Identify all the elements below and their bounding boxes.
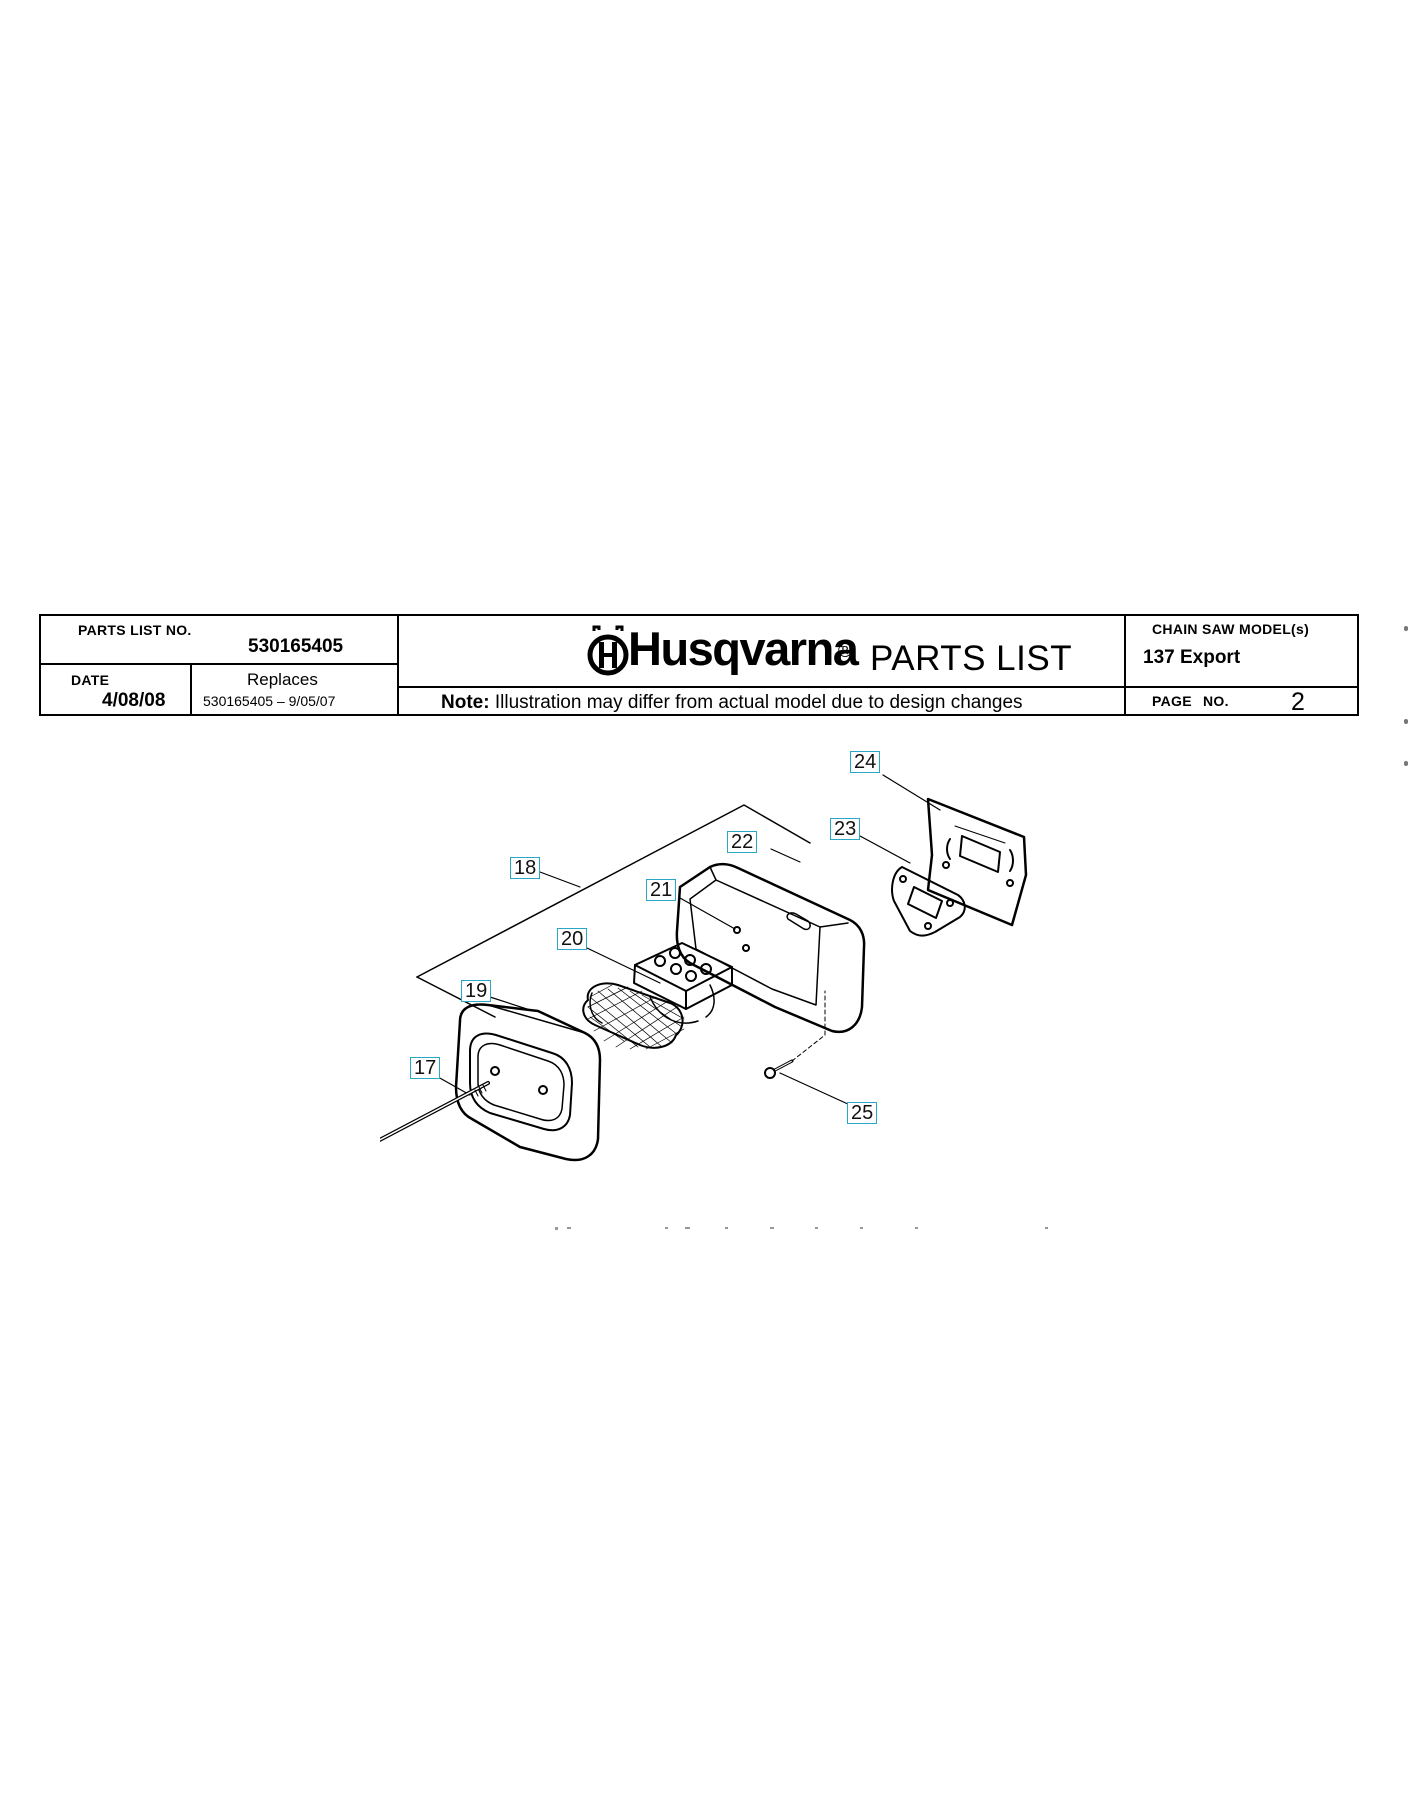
callout-19: 19 <box>461 980 492 1002</box>
divider <box>1124 616 1126 714</box>
model-label: CHAIN SAW MODEL(s) <box>1152 621 1310 637</box>
page-no-label: NO. <box>1203 693 1229 709</box>
callout-22: 22 <box>727 831 758 853</box>
scan-speck <box>1404 626 1408 631</box>
date-label: DATE <box>71 672 110 688</box>
callout-18: 18 <box>510 857 541 879</box>
date-value: 4/08/08 <box>102 690 166 711</box>
divider <box>397 686 1124 688</box>
exploded-parts-diagram: 24 23 22 18 21 20 19 17 25 <box>380 735 1100 1235</box>
callout-17: 17 <box>410 1057 441 1079</box>
husqvarna-logo: Husqvarna ® <box>586 622 886 679</box>
muffler-assembly-illustration <box>380 774 1028 1162</box>
parts-list-no-label: PARTS LIST NO. <box>78 622 192 638</box>
callout-20: 20 <box>557 928 588 950</box>
parts-list-header: PARTS LIST NO. 530165405 DATE 4/08/08 Re… <box>39 614 1359 716</box>
crown-h-icon <box>587 625 629 676</box>
callout-25: 25 <box>847 1102 878 1124</box>
replaces-label: Replaces <box>247 670 318 689</box>
model-value: 137 Export <box>1143 647 1241 668</box>
note-label: Note: <box>441 692 490 713</box>
callout-24: 24 <box>850 751 881 773</box>
brand-name: Husqvarna <box>628 622 859 675</box>
design-note: Note: Illustration may differ from actua… <box>441 692 1023 714</box>
replaces-value: 530165405 – 9/05/07 <box>203 693 336 709</box>
callout-21: 21 <box>646 879 677 901</box>
registered-mark: ® <box>838 641 852 662</box>
divider <box>397 616 399 714</box>
callout-23: 23 <box>830 818 861 840</box>
scan-speck <box>1404 719 1408 724</box>
page-number: 2 <box>1291 688 1305 716</box>
page-label: PAGE <box>1152 693 1192 709</box>
divider <box>41 663 397 665</box>
scan-artifact <box>555 1227 1048 1230</box>
scan-speck <box>1404 761 1408 766</box>
divider <box>190 664 192 714</box>
document-title: PARTS LIST <box>870 639 1073 678</box>
divider <box>1124 686 1357 688</box>
parts-list-no: 530165405 <box>248 636 344 657</box>
note-text: Illustration may differ from actual mode… <box>494 692 1023 713</box>
